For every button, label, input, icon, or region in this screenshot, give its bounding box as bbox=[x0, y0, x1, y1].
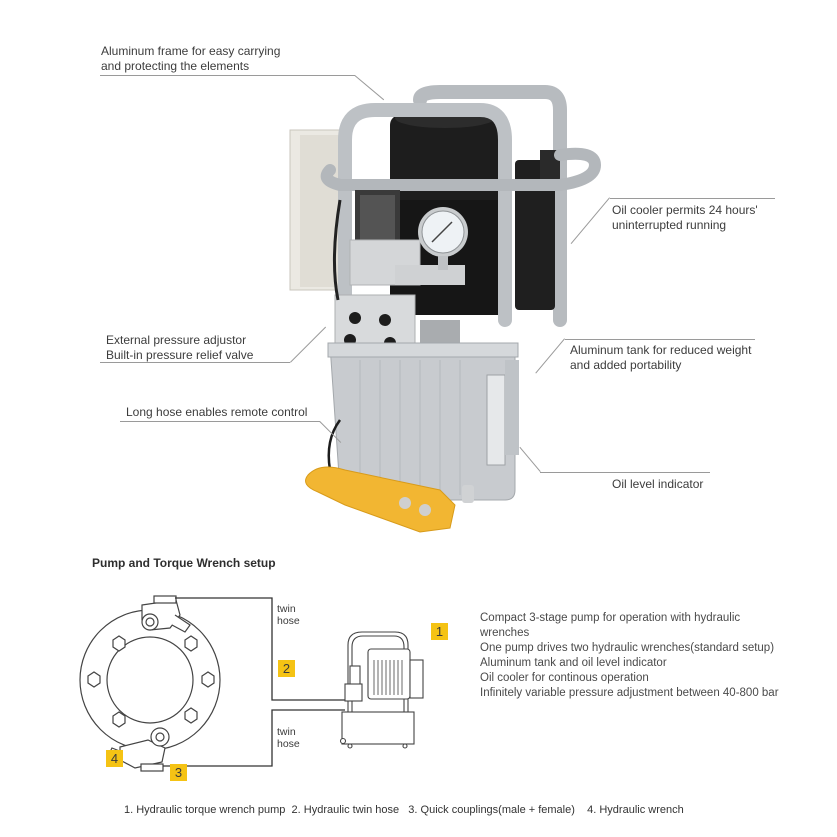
callout-pressure: External pressure adjustor Built-in pres… bbox=[106, 333, 253, 363]
callout-oil-level-line1: Oil level indicator bbox=[612, 477, 704, 491]
callout-oil-cooler-line2: uninterrupted running bbox=[612, 218, 727, 232]
callout-leader-cooler bbox=[610, 198, 775, 199]
callout-frame-line1: Aluminum frame for easy carrying bbox=[101, 44, 281, 58]
component-legend: 1. Hydraulic torque wrench pump 2. Hydra… bbox=[124, 804, 684, 816]
callout-hose-line1: Long hose enables remote control bbox=[126, 405, 308, 419]
callout-tank-line1: Aluminum tank for reduced weight bbox=[570, 343, 752, 357]
callout-hose: Long hose enables remote control bbox=[126, 405, 307, 420]
features-list: Compact 3-stage pump for operation with … bbox=[480, 611, 780, 701]
callout-oil-level: Oil level indicator bbox=[612, 477, 703, 492]
pump-diagram bbox=[339, 631, 424, 749]
hydraulic-wrench-top bbox=[141, 595, 191, 633]
badge-quick-couplings: 3 bbox=[170, 764, 187, 781]
twin-hose-label-bottom: twin hose bbox=[277, 726, 300, 750]
badge-pump: 1 bbox=[431, 623, 448, 640]
twin-hose-label-bottom-line1: twin bbox=[277, 726, 296, 738]
twin-hose-label-top: twin hose bbox=[277, 603, 300, 627]
callout-frame-line2: and protecting the elements bbox=[101, 59, 250, 73]
feature-item: Aluminum tank and oil level indicator bbox=[480, 657, 667, 669]
callout-leader-frame bbox=[100, 75, 355, 76]
callout-pressure-line1: External pressure adjustor bbox=[106, 333, 247, 347]
callout-leader-pressure bbox=[100, 362, 290, 363]
flange-inner bbox=[106, 636, 194, 724]
feature-item: Infinitely variable pressure adjustment … bbox=[480, 687, 779, 699]
badge-twin-hose: 2 bbox=[278, 660, 295, 677]
setup-title: Pump and Torque Wrench setup bbox=[92, 556, 276, 570]
callout-oil-cooler: Oil cooler permits 24 hours' uninterrupt… bbox=[612, 203, 758, 233]
callout-tank: Aluminum tank for reduced weight and add… bbox=[570, 343, 751, 373]
twin-hose-label-bottom-line2: hose bbox=[277, 738, 300, 750]
twin-hose-label-top-line2: hose bbox=[277, 615, 300, 627]
twin-hose-lines bbox=[163, 597, 345, 767]
badge-hydraulic-wrench: 4 bbox=[106, 750, 123, 767]
callout-pressure-line2: Built-in pressure relief valve bbox=[106, 348, 254, 362]
callout-leader-tank bbox=[565, 339, 755, 340]
feature-item: Compact 3-stage pump for operation with … bbox=[480, 612, 741, 639]
callout-leader-oil-level bbox=[540, 472, 710, 473]
feature-item: Oil cooler for continous operation bbox=[480, 672, 649, 684]
twin-hose-label-top-line1: twin bbox=[277, 603, 296, 615]
callout-frame: Aluminum frame for easy carrying and pro… bbox=[101, 44, 280, 74]
callout-oil-cooler-line1: Oil cooler permits 24 hours' bbox=[612, 203, 758, 217]
hydraulic-pump-photo bbox=[289, 85, 602, 533]
flange-outer bbox=[79, 609, 221, 751]
callout-leader-hose bbox=[120, 421, 320, 422]
feature-item: One pump drives two hydraulic wrenches(s… bbox=[480, 642, 775, 654]
callout-tank-line2: and added portability bbox=[570, 358, 682, 372]
